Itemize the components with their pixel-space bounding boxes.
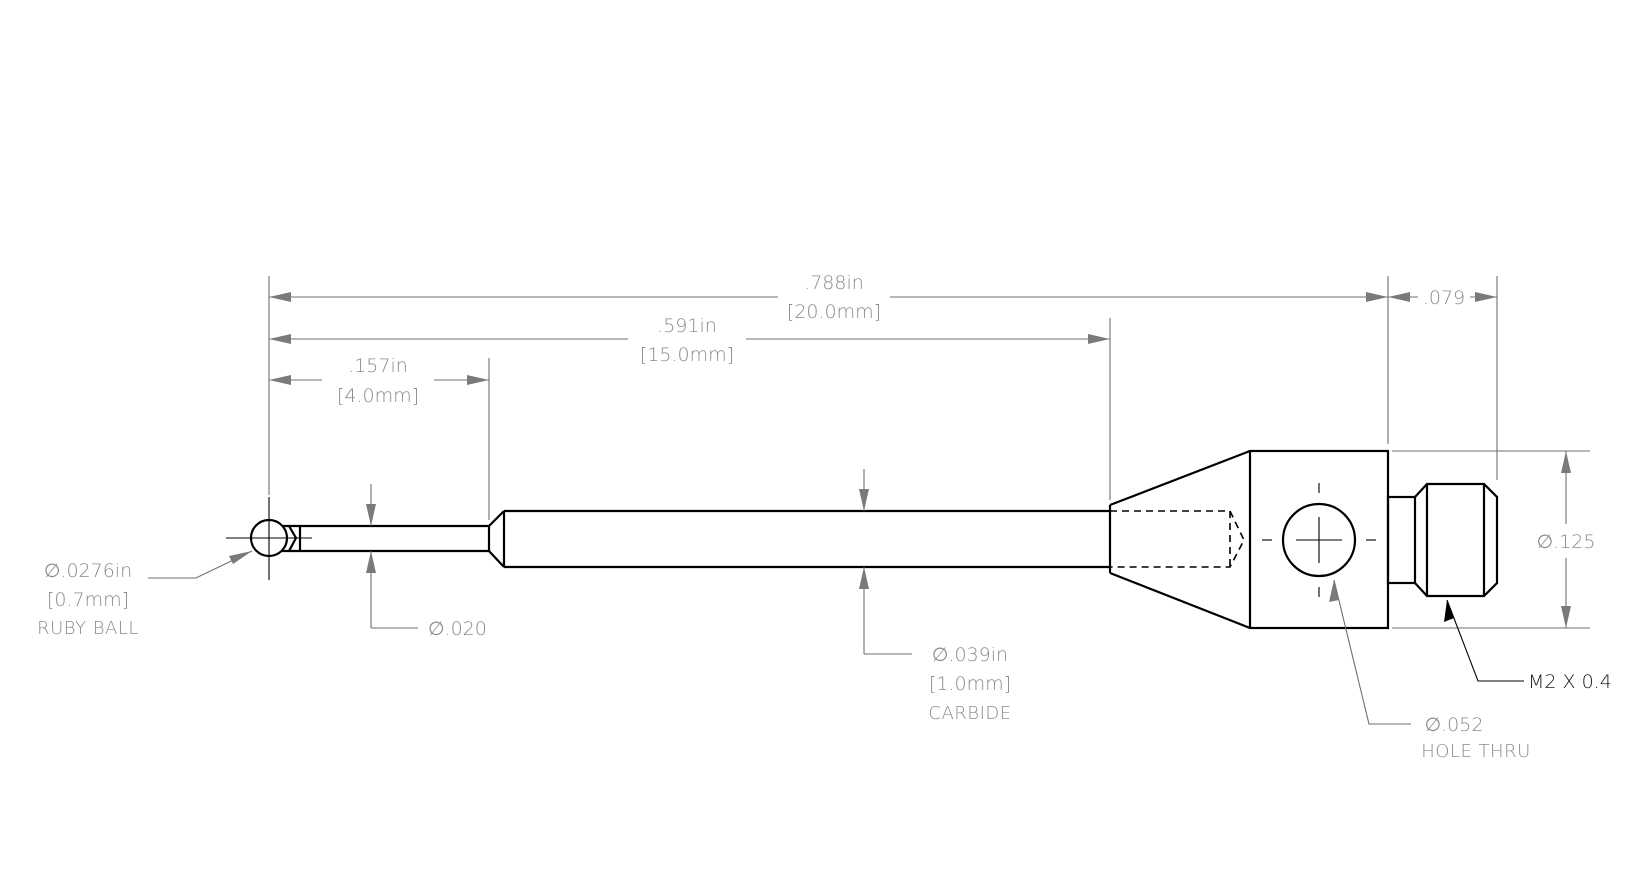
dimension-labels: .788in [20.0mm] .591in [15.0mm] .157in [… xyxy=(37,272,1612,762)
label-ball-material: RUBY BALL xyxy=(37,618,139,639)
label-overall-length-in: .788in xyxy=(804,272,864,294)
hidden-bore xyxy=(1110,510,1245,568)
thread-neck xyxy=(1386,495,1417,585)
thin-stem xyxy=(289,524,489,553)
ball-mount xyxy=(282,524,298,553)
label-thread-spec: M2 X 0.4 xyxy=(1528,671,1612,693)
body-cone xyxy=(1108,449,1251,630)
threaded-end xyxy=(1414,482,1499,598)
cross-hole xyxy=(1281,502,1357,578)
label-stem-length-mm: [4.0mm] xyxy=(337,385,419,407)
label-stem-length-in: .157in xyxy=(348,355,408,377)
label-body-length-mm: [15.0mm] xyxy=(640,344,734,366)
label-shaft-diameter-in: ∅.039in xyxy=(932,644,1008,666)
label-shaft-diameter-mm: [1.0mm] xyxy=(929,673,1011,695)
label-hole-diameter: ∅.052 xyxy=(1425,714,1484,736)
label-ball-diameter-in: ∅.0276in xyxy=(44,560,132,582)
label-shaft-material: CARBIDE xyxy=(928,703,1011,724)
label-thread-length: .079 xyxy=(1423,287,1465,309)
carbide-shaft xyxy=(502,509,1110,569)
label-hole-note: HOLE THRU xyxy=(1421,741,1531,762)
label-body-length-in: .591in xyxy=(657,315,717,337)
cross-hole-centerlines xyxy=(1262,483,1376,597)
stem-taper xyxy=(487,510,505,568)
label-overall-length-mm: [20.0mm] xyxy=(787,301,881,323)
dimension-lines xyxy=(148,276,1590,725)
label-ball-diameter-mm: [0.7mm] xyxy=(47,589,129,611)
label-head-diameter: ∅.125 xyxy=(1537,531,1596,553)
label-stem-diameter: ∅.020 xyxy=(428,618,487,640)
stylus-part xyxy=(226,449,1499,630)
